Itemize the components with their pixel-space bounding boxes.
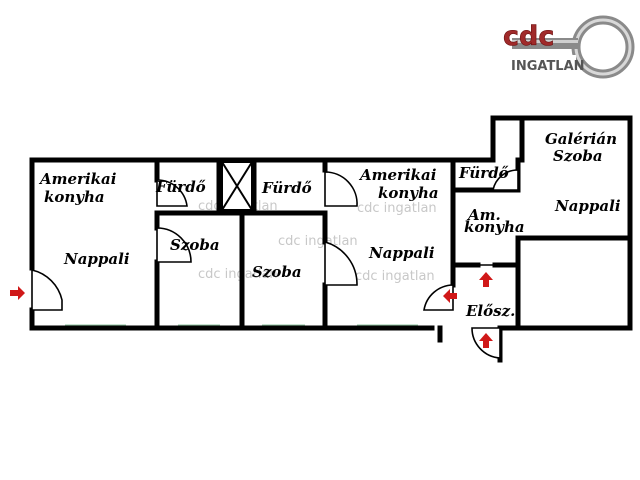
door-szoba-2 — [324, 240, 358, 286]
room-furdo-2: Fürdő — [261, 179, 312, 197]
room-szoba-1: Szoba — [170, 236, 220, 254]
entry-arrows — [10, 272, 493, 348]
door-furdo-1 — [156, 179, 188, 207]
room-am-konyha: Am. konyha — [464, 206, 525, 236]
room-nappali-1: Nappali — [63, 250, 130, 268]
watermark: cdc ingatlan — [355, 269, 435, 284]
arrow-up-icon — [479, 272, 493, 287]
watermark: cdc ingatlan — [198, 267, 278, 282]
room-szoba-2: Szoba — [252, 263, 302, 281]
door-szoba-1 — [156, 227, 192, 263]
door-entry-left — [31, 268, 63, 311]
watermark: cdc ingatlan — [357, 201, 437, 216]
room-amerikai-konyha-1: Amerikai konyha — [38, 170, 122, 206]
room-galerian-szoba: Galérián Szoba — [545, 130, 622, 165]
door-furdo-3 — [492, 169, 519, 191]
room-furdo-1: Fürdő — [155, 178, 206, 196]
door-furdo-2 — [324, 171, 358, 207]
logo: cdc INGATLAN — [503, 15, 635, 79]
room-eloszoba: Elősz. — [465, 302, 515, 320]
room-labels: Amerikai konyha Nappali Fürdő Szoba Fürd… — [38, 130, 622, 320]
arrow-left-icon — [443, 289, 457, 303]
arrow-up-icon — [479, 333, 493, 348]
logo-brand: cdc — [503, 21, 554, 52]
key-icon — [512, 15, 635, 79]
door-nappali-2 — [423, 284, 454, 311]
room-amerikai-konyha-2: Amerikai konyha — [358, 166, 442, 202]
room-nappali-3: Nappali — [554, 197, 621, 215]
room-nappali-2: Nappali — [368, 244, 435, 262]
room-furdo-3: Fürdő — [458, 164, 509, 182]
watermark: cdc ingatlan — [278, 234, 358, 249]
logo-subtitle: INGATLAN — [511, 59, 585, 74]
shaft — [221, 161, 253, 211]
arrow-right-icon — [10, 286, 25, 300]
